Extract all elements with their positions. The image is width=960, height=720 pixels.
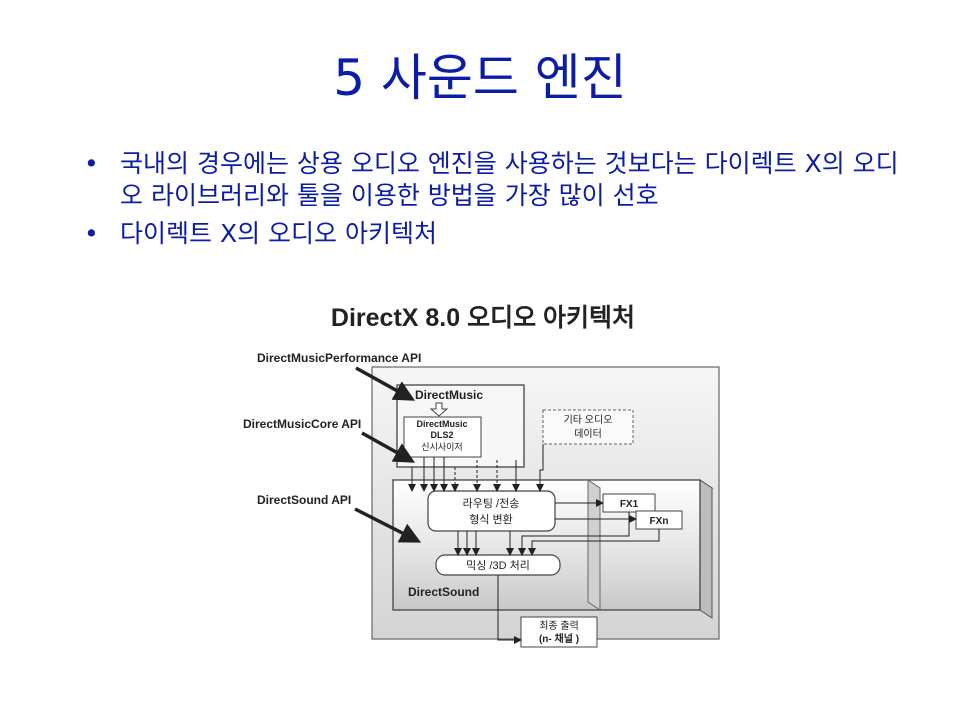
api-arrow-core (361, 431, 416, 463)
other-audio-line2: 데이터 (574, 428, 602, 440)
fx1-label: FX1 (620, 499, 639, 510)
fxn-label: FXn (650, 516, 669, 527)
api-arrow-performance (355, 366, 416, 401)
final-output-line1: 최종 출력 (539, 620, 579, 632)
routing-line1: 라우팅 /전송 (463, 497, 520, 510)
bullet-text: 국내의 경우에는 상용 오디오 엔진을 사용하는 것보다는 다이렉트 X의 오디… (120, 149, 899, 210)
slide-title: 5 사운드 엔진 (333, 49, 627, 107)
bullet-text: 다이렉트 X의 오디오 아키텍처 (120, 219, 437, 248)
directmusic-label: DirectMusic (415, 388, 483, 402)
synth-box (403, 416, 482, 458)
api-arrow-sound (354, 507, 422, 543)
api-label-core: DirectMusicCore API (243, 417, 361, 431)
api-label-performance: DirectMusicPerformance API (257, 351, 421, 365)
hollow-down-arrow-icon (429, 402, 449, 417)
fx-slab-side (587, 479, 601, 611)
flow-arrows (408, 444, 660, 644)
api-label-sound: DirectSound API (257, 493, 351, 507)
synth-line3: 신시사이저 (421, 442, 462, 452)
routing-line2: 형식 변환 (469, 513, 513, 526)
bullet-icon: • (84, 219, 99, 248)
bullet-item: • 국내의 경우에는 상용 오디오 엔진을 사용하는 것보다는 다이렉트 X의 … (84, 148, 904, 212)
bullet-icon: • (84, 149, 99, 178)
final-output-box (520, 616, 598, 648)
final-output-line2: (n- 채널 ) (539, 632, 579, 645)
directsound-slab-side (699, 479, 713, 619)
directsound-label: DirectSound (408, 585, 479, 599)
other-audio-box (542, 409, 634, 445)
bullet-item: • 다이렉트 X의 오디오 아키텍처 (84, 218, 904, 250)
synth-line1: DirectMusic (416, 419, 467, 429)
routing-box (427, 490, 556, 532)
synth-line2: DLS2 (430, 430, 453, 440)
diagram-title: DirectX 8.0 오디오 아키텍처 (331, 304, 635, 332)
other-audio-line1: 기타 오디오 (564, 414, 613, 426)
bullet-list: • 국내의 경우에는 상용 오디오 엔진을 사용하는 것보다는 다이렉트 X의 … (84, 148, 904, 256)
mixing-label: 믹싱 /3D 처리 (466, 559, 530, 572)
